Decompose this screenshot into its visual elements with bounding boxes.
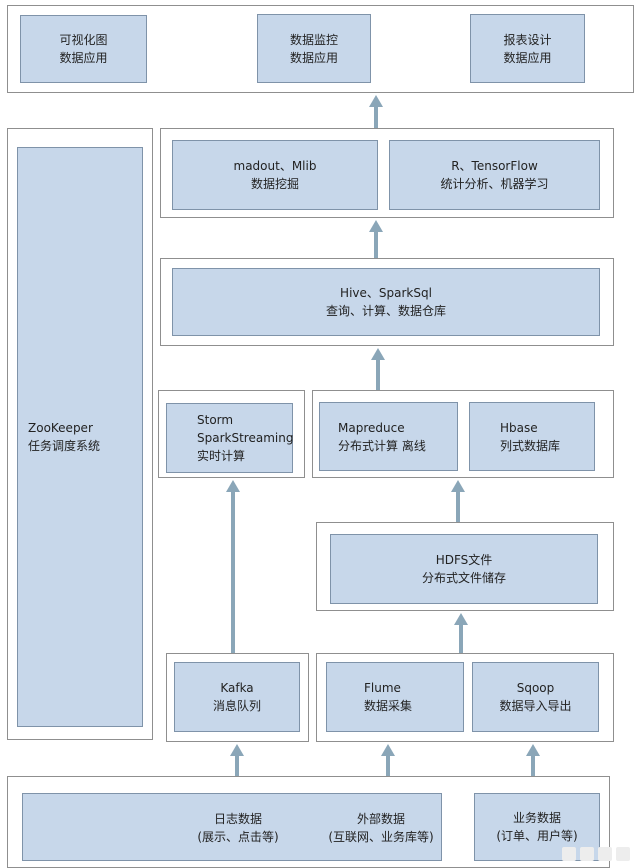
monitoring-app-box: 数据监控 数据应用 [257, 14, 371, 83]
arrow-hdfs-to-hbase [451, 480, 465, 522]
arrow-head [454, 613, 468, 625]
box-sublabel: 列式数据库 [500, 438, 561, 453]
hdfs-box: HDFS文件 分布式文件储存 [330, 534, 598, 604]
zookeeper-box: ZooKeeper 任务调度系统 [17, 147, 143, 727]
arrow-kafka-to-storm [226, 480, 240, 653]
external-data-label: 外部数据 (互联网、业务库等) [319, 806, 443, 850]
box-label: ZooKeeper [28, 421, 93, 435]
report-app-box: 报表设计 数据应用 [470, 14, 585, 83]
box-label: R、TensorFlow [451, 159, 538, 173]
mapreduce-box: Mapreduce 分布式计算 离线 [319, 402, 458, 471]
hive-sparksql-box: Hive、SparkSql 查询、计算、数据仓库 [172, 268, 600, 336]
arrow-sources-to-kafka [230, 744, 244, 776]
arrow-group [226, 95, 540, 776]
arrow-head [371, 348, 385, 360]
arrow-head [451, 480, 465, 492]
box-label: 报表设计 [503, 32, 552, 47]
arrow-head [369, 220, 383, 232]
box-sublabel: (展示、点击等) [197, 830, 279, 844]
watermark [562, 843, 632, 863]
flume-box: Flume 数据采集 [326, 662, 464, 732]
arrow-head [381, 744, 395, 756]
business-data-box: 业务数据 (订单、用户等) [474, 793, 600, 861]
box-sublabel: 数据采集 [364, 699, 413, 713]
arrow-head [226, 480, 240, 492]
box-label: Mapreduce [338, 420, 405, 435]
box-label: 可视化图 [59, 33, 108, 47]
box-sublabel: 数据导入导出 [499, 699, 572, 713]
box-sublabel: 数据应用 [503, 50, 552, 65]
arrow-head [230, 744, 244, 756]
arrow-sources-to-flume [381, 744, 395, 776]
hbase-box: Hbase 列式数据库 [469, 402, 595, 471]
log-and-external-data-box: 日志数据 (展示、点击等) 外部数据 (互联网、业务库等) [22, 793, 442, 861]
box-label: 外部数据 [356, 812, 405, 826]
box-label: SparkStreaming [197, 431, 294, 445]
box-label: 数据监控 [289, 32, 338, 47]
box-label: Storm [197, 413, 234, 427]
arrow-business-to-sqoop [526, 744, 540, 776]
r-tensorflow-box: R、TensorFlow 统计分析、机器学习 [389, 140, 600, 210]
storm-sparkstreaming-box: Storm SparkStreaming 实时计算 [166, 403, 293, 473]
box-sublabel: 实时计算 [197, 449, 246, 463]
box-label: Hbase [500, 420, 538, 435]
box-label: 日志数据 [213, 812, 262, 826]
box-label: Hive、SparkSql [340, 286, 432, 300]
box-sublabel: (互联网、业务库等) [328, 830, 434, 844]
box-label: HDFS文件 [435, 553, 493, 567]
box-sublabel: 消息队列 [212, 699, 261, 713]
box-sublabel: 任务调度系统 [28, 439, 101, 453]
arrow-compute-to-hive [371, 348, 385, 390]
arrow-hive-to-analysis [369, 220, 383, 258]
box-sublabel: 统计分析、机器学习 [440, 177, 549, 191]
box-label: madout、Mlib [233, 159, 317, 173]
arrow-head [369, 95, 383, 107]
box-sublabel: 数据挖掘 [250, 177, 299, 191]
sqoop-box: Sqoop 数据导入导出 [472, 662, 599, 732]
box-label: Kafka [220, 681, 254, 695]
kafka-box: Kafka 消息队列 [174, 662, 300, 732]
box-sublabel: 分布式文件储存 [421, 571, 506, 585]
box-sublabel: 查询、计算、数据仓库 [325, 304, 446, 318]
box-label: Flume [364, 681, 401, 695]
box-sublabel: 分布式计算 离线 [338, 438, 426, 453]
mahout-mlib-box: madout、Mlib 数据挖掘 [172, 140, 378, 210]
box-sublabel: 数据应用 [289, 50, 338, 65]
visualization-app-box: 可视化图 数据应用 [20, 15, 147, 83]
box-label: 业务数据 [512, 811, 561, 825]
arrow-analysis-to-apps [369, 95, 383, 128]
arrow-ingestion-to-hdfs [454, 613, 468, 653]
log-data-label: 日志数据 (展示、点击等) [173, 806, 303, 850]
box-sublabel: (订单、用户等) [496, 829, 578, 843]
box-sublabel: 数据应用 [59, 51, 108, 65]
arrow-head [526, 744, 540, 756]
box-label: Sqoop [516, 681, 555, 695]
